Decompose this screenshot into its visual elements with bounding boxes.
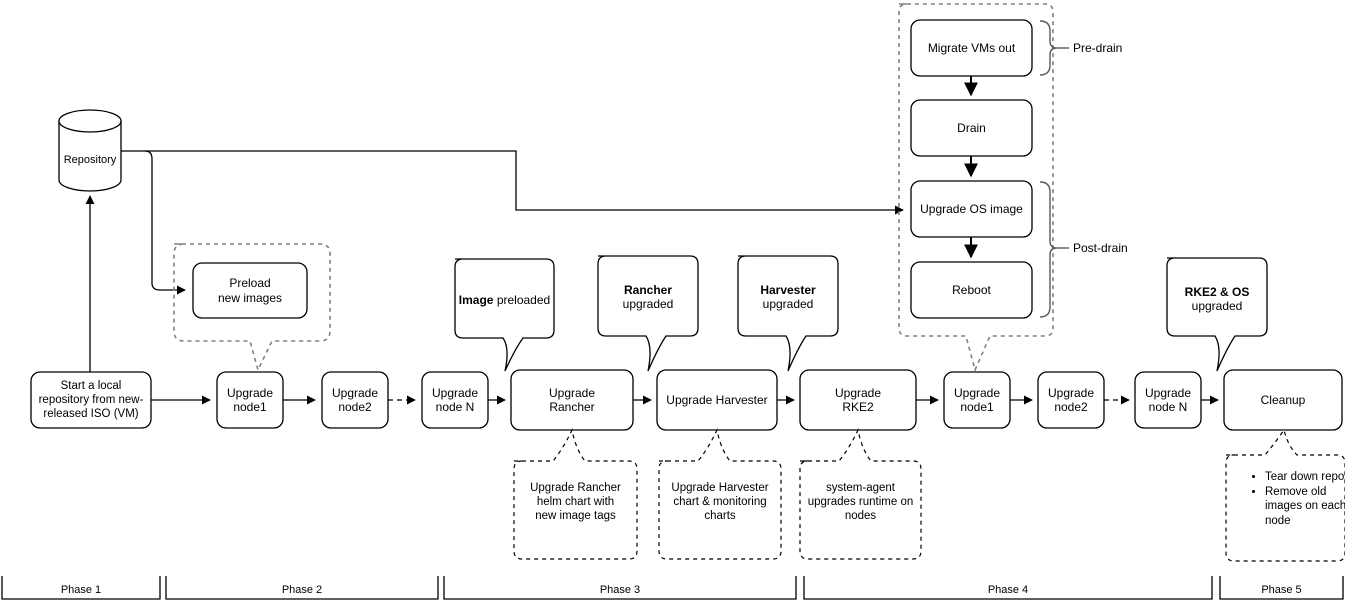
note-cleanup: [1225, 428, 1345, 562]
callout-image-preloaded: [454, 258, 555, 372]
note-cleanup-bullets: Tear down repo Remove old images on each…: [1249, 470, 1345, 528]
node-upgrade-dashed-group: [898, 3, 1054, 373]
box-upgrade-node2-p2: [321, 371, 389, 429]
box-start-repo: [30, 371, 152, 429]
note-rke2: [799, 428, 922, 560]
note-harvester: [658, 428, 782, 560]
box-upgrade-os-image: [910, 180, 1033, 238]
box-reboot: [910, 261, 1033, 319]
phase-bars: [1, 576, 1344, 600]
box-upgrade-node1-p4: [943, 371, 1011, 429]
box-upgrade-nodeN-p4: [1134, 371, 1202, 429]
box-cleanup: [1223, 369, 1343, 431]
box-upgrade-nodeN-p2: [421, 371, 489, 429]
box-upgrade-rke2: [799, 369, 917, 431]
box-upgrade-node1-p2: [216, 371, 284, 429]
box-upgrade-rancher: [510, 369, 634, 431]
phase-label-4: Phase 4: [987, 584, 1029, 596]
edge-repository-to-upgrade-os-image: [121, 150, 904, 215]
phase-label-3: Phase 3: [599, 584, 641, 596]
callout-rancher-upgraded: [597, 255, 699, 372]
edge-repository-to-preload: [144, 150, 186, 295]
phase-label-5: Phase 5: [1261, 584, 1302, 596]
post-drain-bracket: [1039, 181, 1069, 318]
box-preload-new-images: [192, 262, 308, 319]
phase-label-1: Phase 1: [60, 584, 102, 596]
box-drain: [910, 99, 1033, 157]
cleanup-bullet-2: Remove old images on each node: [1265, 485, 1345, 529]
box-upgrade-node2-p4: [1037, 371, 1105, 429]
preload-dashed-group: [173, 243, 331, 373]
phase-label-2: Phase 2: [281, 584, 323, 596]
note-rancher: [513, 428, 638, 560]
cleanup-bullet-1: Tear down repo: [1265, 470, 1345, 485]
callout-rke2-os-upgraded: [1166, 257, 1268, 372]
box-migrate-vms-out: [910, 19, 1033, 77]
callout-harvester-upgraded: [737, 255, 839, 372]
repository-cylinder: [58, 109, 122, 192]
box-upgrade-harvester: [656, 369, 778, 431]
pre-drain-bracket: [1039, 20, 1069, 76]
